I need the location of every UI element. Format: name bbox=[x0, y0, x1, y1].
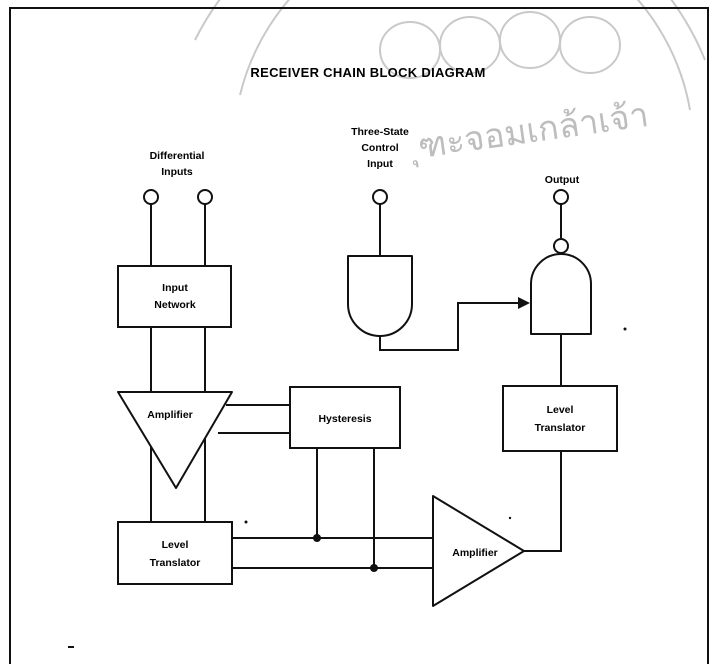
diagram-title: RECEIVER CHAIN BLOCK DIAGRAM bbox=[250, 65, 485, 80]
watermark-seal: ุฑะจอมเกล้าเจ้า bbox=[194, 0, 706, 168]
amplifier-2-label: Amplifier bbox=[452, 547, 498, 559]
watermark-text: ุฑะจอมเกล้าเจ้า bbox=[408, 96, 651, 168]
arrow-head bbox=[518, 297, 530, 309]
differential-inputs-label-line2: Inputs bbox=[161, 166, 193, 178]
level-translator-1-label-line2: Translator bbox=[150, 557, 201, 569]
three-state-input-terminal bbox=[372, 189, 388, 205]
input-network-block bbox=[117, 265, 232, 328]
level-translator-2-block bbox=[502, 385, 618, 452]
three-state-label-line3: Input bbox=[367, 158, 393, 170]
level-translator-1-block bbox=[117, 521, 233, 585]
differential-input-terminal-left bbox=[143, 189, 159, 205]
amplifier-2-block bbox=[432, 495, 525, 607]
input-network-label-line1: Input bbox=[162, 282, 188, 294]
scan-speck bbox=[508, 516, 512, 520]
level-translator-2-label-line1: Level bbox=[547, 404, 574, 416]
nand-gate bbox=[530, 253, 592, 335]
junction-dot-2 bbox=[370, 564, 378, 572]
input-network-label-line2: Network bbox=[154, 299, 196, 311]
amplifier-1-block bbox=[117, 391, 233, 489]
hysteresis-block bbox=[289, 386, 401, 449]
scan-speck bbox=[623, 327, 627, 331]
output-label: Output bbox=[545, 174, 580, 186]
amplifier-1-label: Amplifier bbox=[147, 409, 193, 421]
three-state-label-line2: Control bbox=[361, 142, 398, 154]
wires bbox=[150, 204, 562, 569]
three-state-label-line1: Three-State bbox=[351, 126, 409, 138]
and-gate bbox=[347, 255, 413, 337]
nand-output-bubble bbox=[553, 238, 569, 254]
output-terminal bbox=[553, 189, 569, 205]
differential-input-terminal-right bbox=[197, 189, 213, 205]
level-translator-1-label-line1: Level bbox=[162, 539, 189, 551]
differential-inputs-label-line1: Differential bbox=[150, 150, 205, 162]
hysteresis-label: Hysteresis bbox=[318, 413, 371, 425]
scan-speck bbox=[244, 520, 248, 524]
junction-dot-1 bbox=[313, 534, 321, 542]
diagram-frame bbox=[9, 7, 709, 664]
level-translator-2-label-line2: Translator bbox=[535, 422, 586, 434]
